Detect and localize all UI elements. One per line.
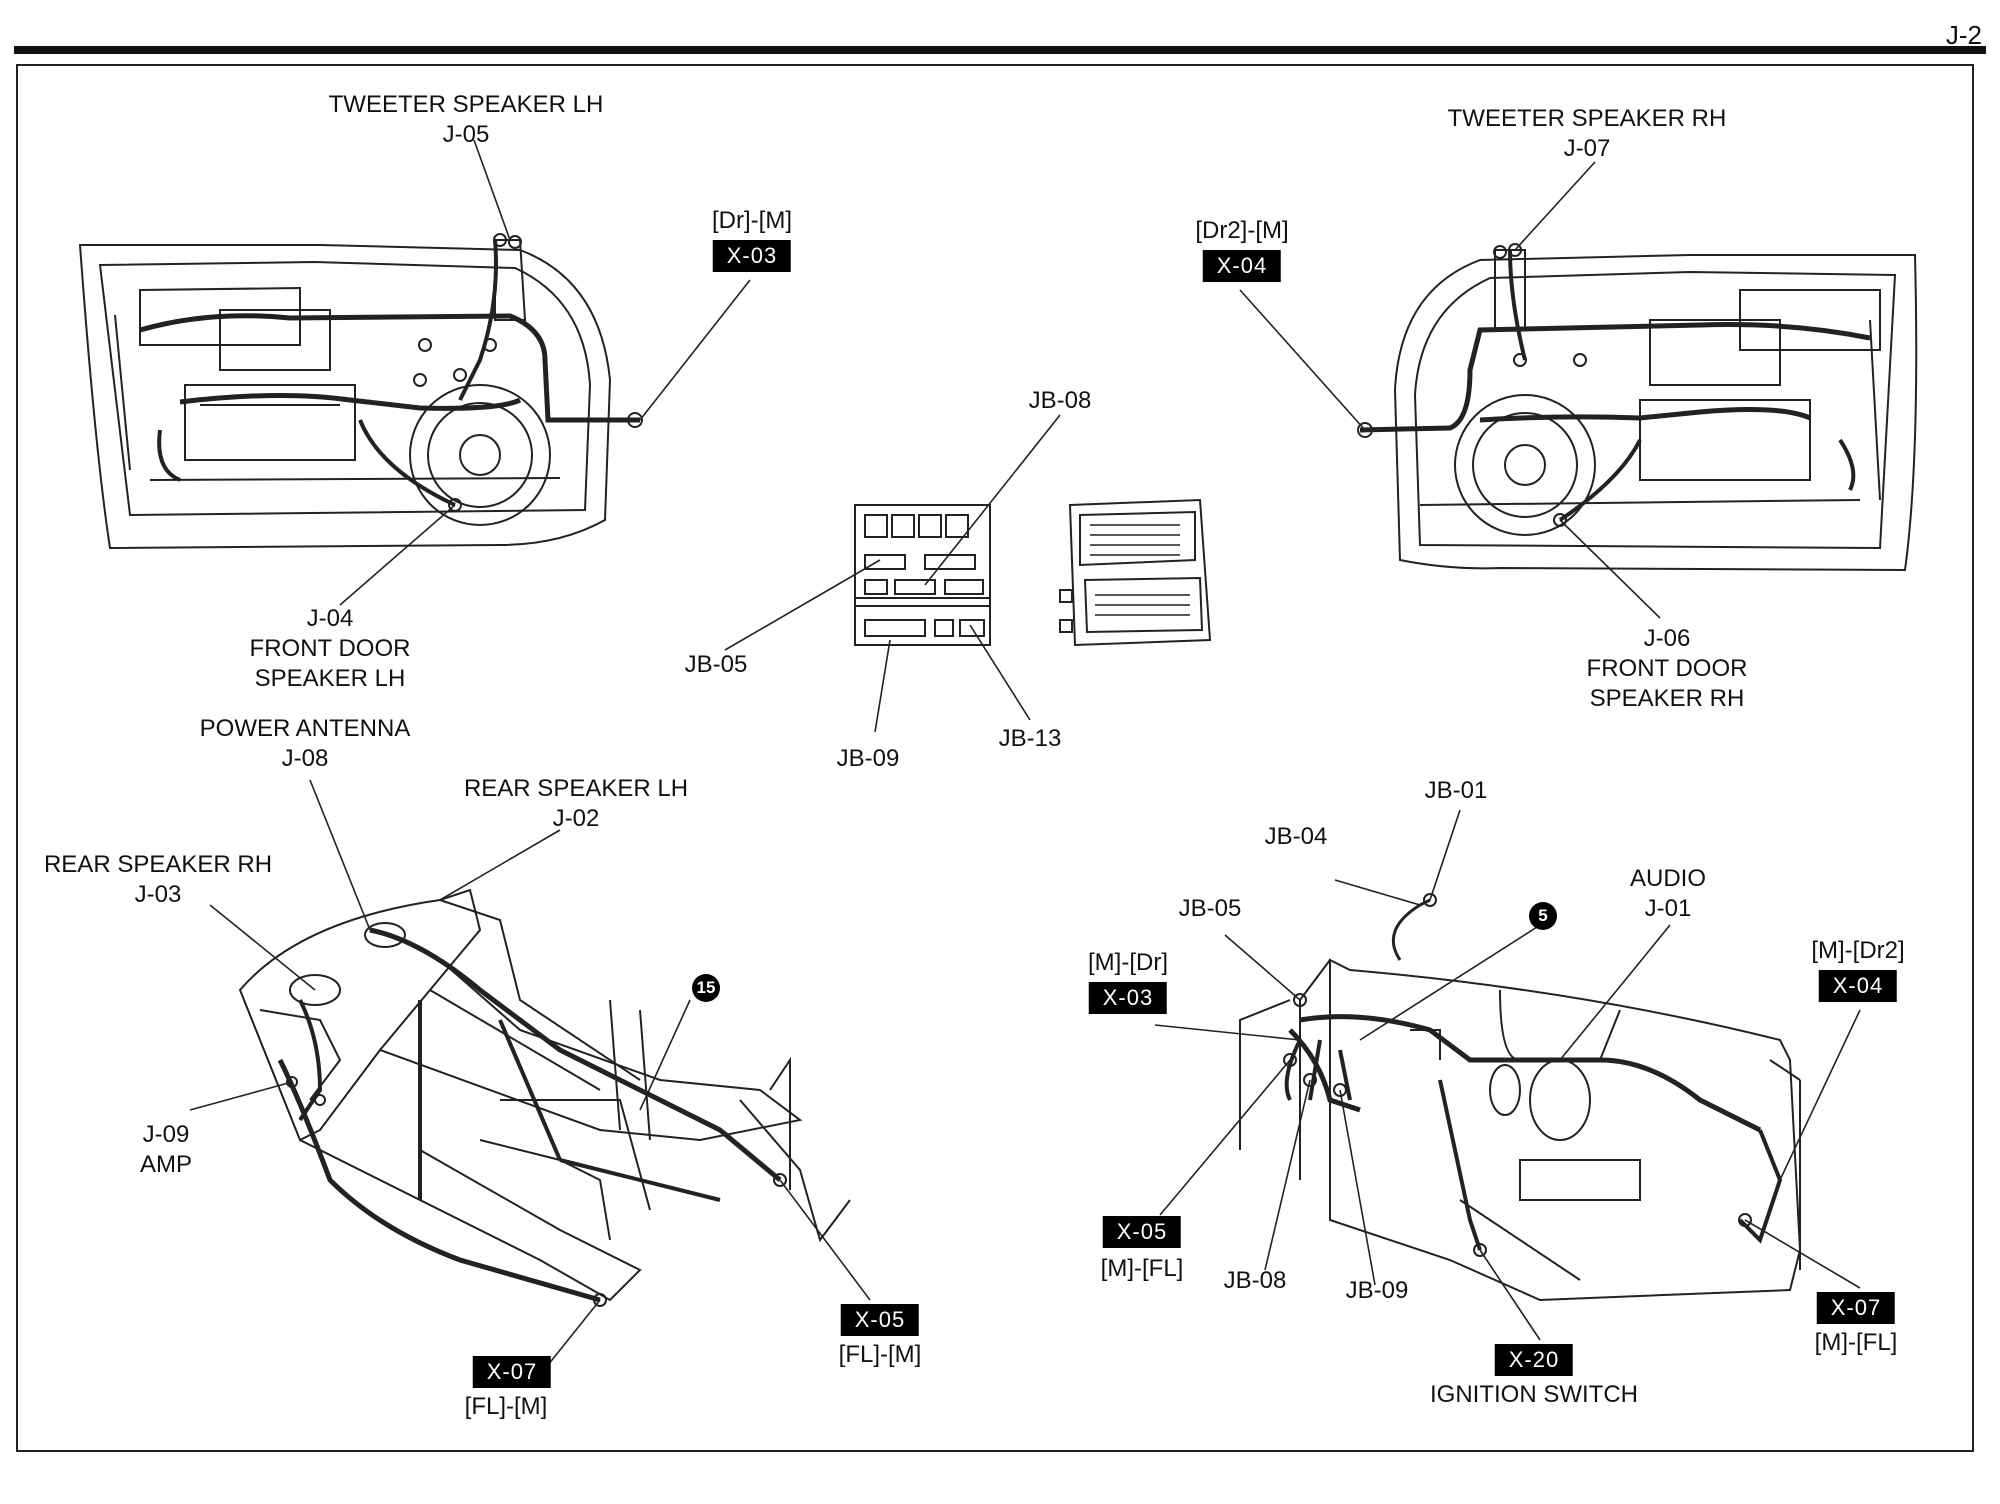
connector-x07-dash: X-07 [1816,1292,1896,1324]
rear-speaker-rh-label: REAR SPEAKER RH J-03 [44,850,272,910]
amp-code: J-09 [142,1121,190,1148]
connector-x20-dash: X-20 [1494,1344,1574,1376]
audio-name: AUDIO [1629,865,1707,892]
connector-x05-floor: X-05 [840,1304,920,1336]
rear-speaker-rh-name: REAR SPEAKER RH [43,851,273,878]
x04-dash-sub-label: [M]-[Dr2] [1811,937,1905,964]
x04-door-sub-label: [Dr2]-[M] [1195,217,1289,244]
rear-speaker-lh-label: REAR SPEAKER LH J-02 [464,774,688,834]
jb-13-label: JB-13 [998,725,1062,752]
connector-x04-dash: X-04 [1818,970,1898,1002]
power-antenna-code: J-08 [281,745,329,772]
x03-door-sub-label: [Dr]-[M] [712,207,792,234]
rear-speaker-lh-name: REAR SPEAKER LH [463,775,689,802]
front-door-lh-code: J-04 [306,605,354,632]
tweeter-rh-name: TWEETER SPEAKER RH [1447,105,1727,132]
tweeter-speaker-rh-label: TWEETER SPEAKER RH J-07 [1448,104,1727,164]
front-door-speaker-rh-label: J-06 FRONT DOOR SPEAKER RH [1587,624,1748,714]
header-rule [14,46,1986,54]
front-door-rh-illustration [1357,243,1918,572]
tweeter-lh-code: J-05 [442,121,490,148]
tweeter-speaker-lh-label: TWEETER SPEAKER LH J-05 [329,90,604,150]
ground-point-5: 5 [1529,902,1557,930]
front-door-lh-line2: FRONT DOOR [249,635,411,662]
audio-code: J-01 [1644,895,1692,922]
front-door-rh-code: J-06 [1643,625,1691,652]
junction-block-illustration [854,504,991,646]
front-door-rh-line3: SPEAKER RH [1589,685,1745,712]
connector-x04-door: X-04 [1202,250,1282,282]
jb-09-dash-label: JB-09 [1345,1277,1409,1304]
x07-dash-sub-label: [M]-[FL] [1814,1329,1898,1356]
connector-x05-dash: X-05 [1102,1216,1182,1248]
amp-label: J-09 AMP [140,1120,192,1180]
leader-lines [189,139,1861,1376]
ground-point-15: 15 [692,974,720,1002]
x05-floor-sub-label: [FL]-[M] [838,1341,922,1368]
audio-label: AUDIO J-01 [1630,864,1706,924]
front-door-speaker-lh-label: J-04 FRONT DOOR SPEAKER LH [250,604,411,694]
jb-09-label: JB-09 [836,745,900,772]
tweeter-rh-code: J-07 [1563,135,1611,162]
x03-dash-sub-label: [M]-[Dr] [1088,949,1168,976]
x07-floor-sub-label: [FL]-[M] [464,1393,548,1420]
amp-name: AMP [139,1151,193,1178]
jb-01-label: JB-01 [1424,777,1488,804]
dashboard-harness-illustration [1239,893,1802,1302]
power-antenna-name: POWER ANTENNA [199,715,411,742]
connector-x03-dash: X-03 [1088,982,1168,1014]
jb-05-label: JB-05 [684,651,748,678]
jb-04-label: JB-04 [1264,823,1328,850]
front-door-lh-illustration [78,233,643,550]
rear-speaker-lh-code: J-02 [552,805,600,832]
x05-dash-sub-label: [M]-[FL] [1100,1255,1184,1282]
connector-x07-floor: X-07 [472,1356,552,1388]
connector-x03-door: X-03 [712,240,792,272]
tweeter-lh-name: TWEETER SPEAKER LH [328,91,604,118]
rear-speaker-rh-code: J-03 [134,881,182,908]
fuse-box-illustration [1059,498,1212,647]
jb-08-label: JB-08 [1028,387,1092,414]
jb-08-dash-label: JB-08 [1223,1267,1287,1294]
front-door-rh-line2: FRONT DOOR [1586,655,1748,682]
diagram-frame [16,64,1974,1452]
page-number: J-2 [1945,20,1982,50]
ignition-switch-label: IGNITION SWITCH [1430,1381,1638,1408]
jb-05-dash-label: JB-05 [1178,895,1242,922]
rear-floor-harness-illustration [238,888,851,1307]
power-antenna-label: POWER ANTENNA J-08 [200,714,411,774]
front-door-lh-line3: SPEAKER LH [254,665,406,692]
